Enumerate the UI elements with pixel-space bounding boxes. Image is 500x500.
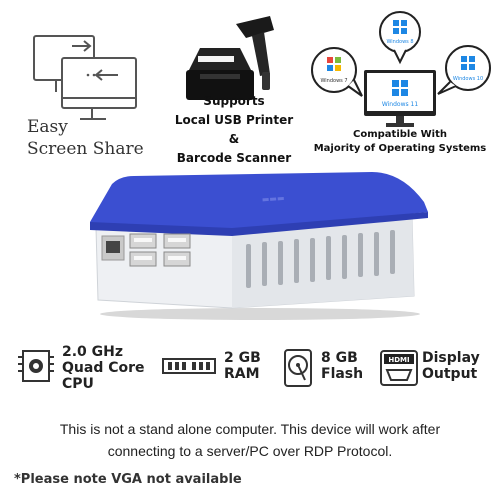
svg-text:▬▬▬: ▬▬▬ — [262, 193, 285, 204]
printer-scanner-icon — [186, 16, 274, 100]
vga-note: *Please note VGA not available — [14, 472, 242, 487]
cpu-chip-icon — [18, 350, 54, 382]
windows-7-bubble: Windows 7 — [311, 47, 363, 97]
spec-flash: 8 GB Flash — [283, 344, 383, 394]
rdp-note: This is not a stand alone computer. This… — [59, 421, 441, 459]
spec-cpu: 2.0 GHz Quad Core CPU — [18, 344, 168, 394]
os-compatibility-text: Compatible With Majority of Operating Sy… — [313, 129, 487, 154]
windows-8-bubble: Windows 8 — [379, 11, 421, 65]
screen-share-icon — [33, 35, 137, 120]
hdmi-port-icon: HDMI — [380, 350, 418, 386]
spec-ram: 2 GB RAM — [162, 344, 282, 394]
hdmi-badge: HDMI — [388, 356, 409, 364]
windows-11-icon — [392, 80, 408, 96]
windows-11-label: Windows 11 — [382, 101, 419, 108]
printer-support-text: Supports Local USB Printer & Barcode Sca… — [174, 94, 294, 165]
svg-text:Windows 8: Windows 8 — [386, 39, 413, 45]
thin-client-device: ▬▬▬ — [90, 172, 428, 320]
svg-text:Windows 7: Windows 7 — [320, 78, 347, 84]
os-compatibility-graphic: Windows 11 Windows 8 Windows 7 Windows 1… — [311, 11, 491, 127]
screen-share-label: Easy Screen Share — [27, 117, 144, 159]
svg-text:Windows 10: Windows 10 — [453, 76, 483, 82]
spec-display: HDMI Display Output — [380, 344, 498, 394]
hard-drive-icon — [284, 349, 312, 387]
ram-module-icon — [162, 358, 216, 374]
windows-10-bubble: Windows 10 — [437, 45, 491, 95]
